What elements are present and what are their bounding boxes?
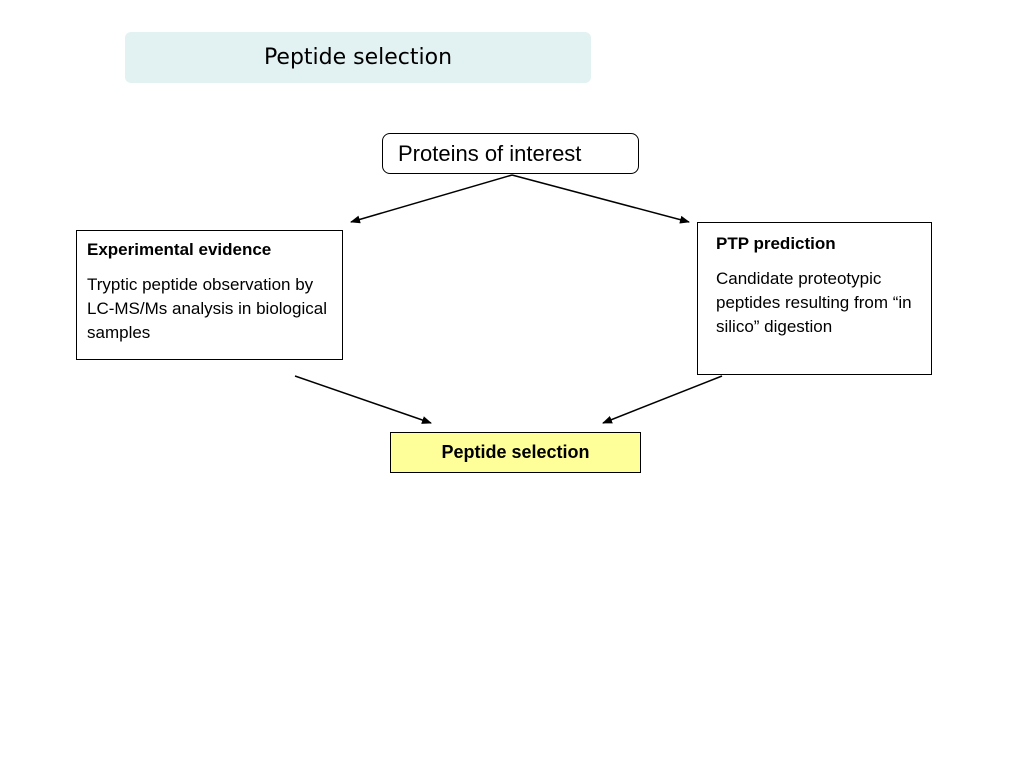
experimental-evidence-body: Tryptic peptide observation by LC-MS/Ms …	[87, 275, 327, 342]
experimental-evidence-heading: Experimental evidence	[87, 240, 272, 259]
arrow-experimental-to-selection	[294, 375, 432, 424]
arrow-proteins-to-ptp	[511, 174, 690, 224]
ptp-prediction-body: Candidate proteotypic peptides resulting…	[716, 269, 912, 336]
ptp-prediction-heading: PTP prediction	[716, 234, 836, 253]
ptp-prediction-box: PTP prediction Candidate proteotypic pep…	[697, 222, 932, 375]
proteins-of-interest-box: Proteins of interest	[382, 133, 639, 174]
arrow-ptp-to-selection	[602, 375, 723, 424]
peptide-selection-label: Peptide selection	[441, 442, 590, 462]
experimental-evidence-box: Experimental evidence Tryptic peptide ob…	[76, 230, 343, 360]
peptide-selection-box: Peptide selection	[390, 432, 641, 473]
arrow-proteins-to-experimental	[350, 174, 513, 224]
slide-title: Peptide selection	[263, 45, 453, 70]
proteins-of-interest-label: Proteins of interest	[398, 141, 582, 166]
title-banner: Peptide selection	[125, 32, 591, 83]
